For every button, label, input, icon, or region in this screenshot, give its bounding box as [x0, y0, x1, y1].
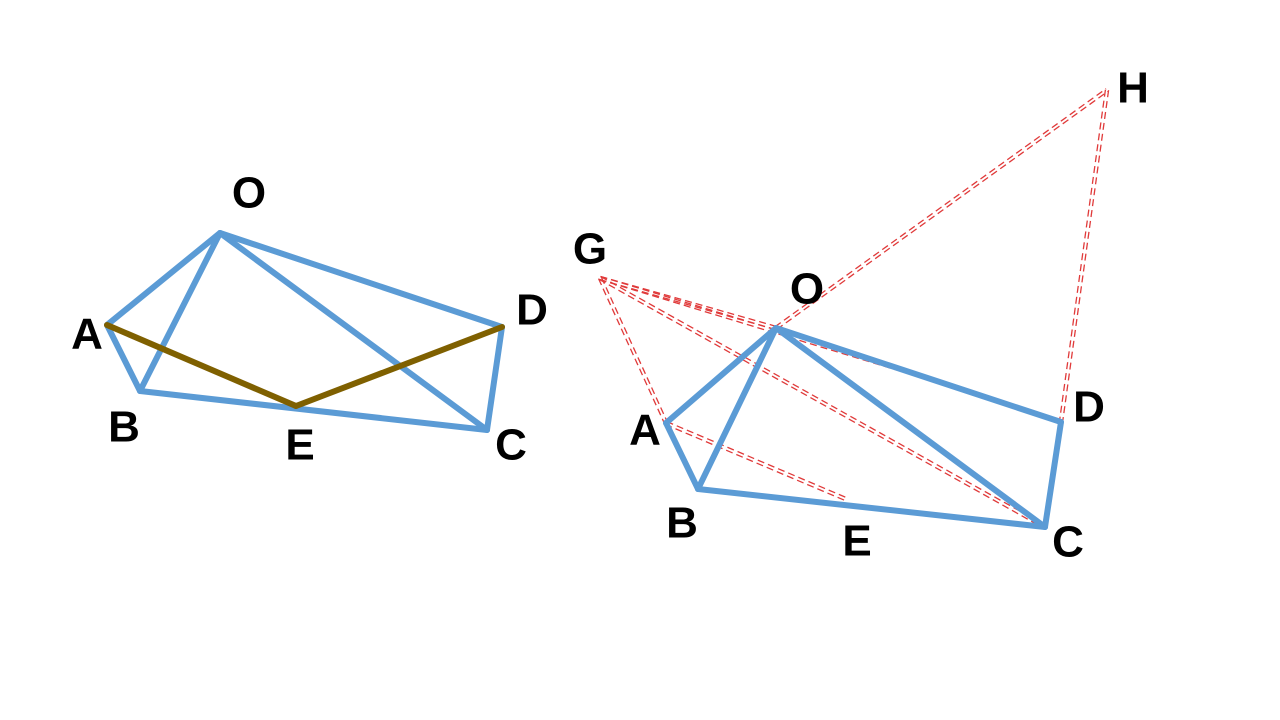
right-aux-g-a-b	[600, 277, 669, 423]
right-edge-oa	[663, 325, 779, 426]
right-label-h: H	[1117, 64, 1149, 113]
right-edge-bc	[695, 486, 1048, 530]
left-label-c: C	[495, 421, 527, 470]
right-label-d: D	[1073, 383, 1105, 432]
right-aux-a-e-a	[665, 423, 848, 503]
right-label-g: G	[573, 225, 607, 274]
right-edge-ob	[695, 325, 779, 492]
right-figure: H G O D A B E C	[573, 64, 1149, 567]
left-label-o: O	[232, 169, 266, 218]
right-aux-g-c-a	[598, 278, 1045, 529]
left-edges	[104, 230, 505, 433]
right-label-o: O	[790, 265, 824, 314]
right-edge-oc	[773, 325, 1048, 530]
left-edge-oa	[104, 230, 223, 328]
left-path-ae	[104, 322, 299, 409]
right-aux-g-o-b	[600, 275, 777, 328]
left-labels: O A B E C D	[71, 169, 548, 470]
right-aux-g-a-a	[597, 278, 666, 424]
right-label-a: A	[629, 406, 661, 455]
left-label-a: A	[71, 310, 103, 359]
left-figure: O A B E C D	[71, 169, 548, 470]
right-aux-h-d-b	[1061, 90, 1110, 423]
right-aux-h-d-a	[1058, 89, 1107, 422]
right-aux-g-o-a	[599, 278, 776, 331]
right-edges	[663, 325, 1064, 530]
left-edge-od	[217, 230, 505, 330]
left-label-e: E	[285, 421, 314, 470]
right-aux-o-h-b	[774, 88, 1107, 328]
left-edge-bc	[137, 388, 490, 433]
right-label-c: C	[1052, 518, 1084, 567]
right-labels: H G O D A B E C	[573, 64, 1149, 567]
right-edge-od	[773, 325, 1064, 425]
right-auxiliary-edges	[597, 88, 1110, 529]
right-label-e: E	[842, 517, 871, 566]
left-path-ed	[293, 324, 505, 409]
left-edge-oc	[217, 230, 490, 433]
left-edge-ob	[137, 230, 223, 394]
right-edge-ab	[663, 420, 701, 492]
left-path-edges	[104, 322, 505, 409]
right-aux-o-h-a	[776, 90, 1109, 330]
left-label-d: D	[516, 286, 548, 335]
left-edge-cd	[484, 324, 505, 433]
left-label-b: B	[108, 403, 140, 452]
right-edge-cd	[1042, 419, 1064, 530]
left-edge-ab	[104, 322, 143, 394]
right-aux-g-c-b	[600, 276, 1047, 527]
right-label-b: B	[666, 499, 698, 548]
